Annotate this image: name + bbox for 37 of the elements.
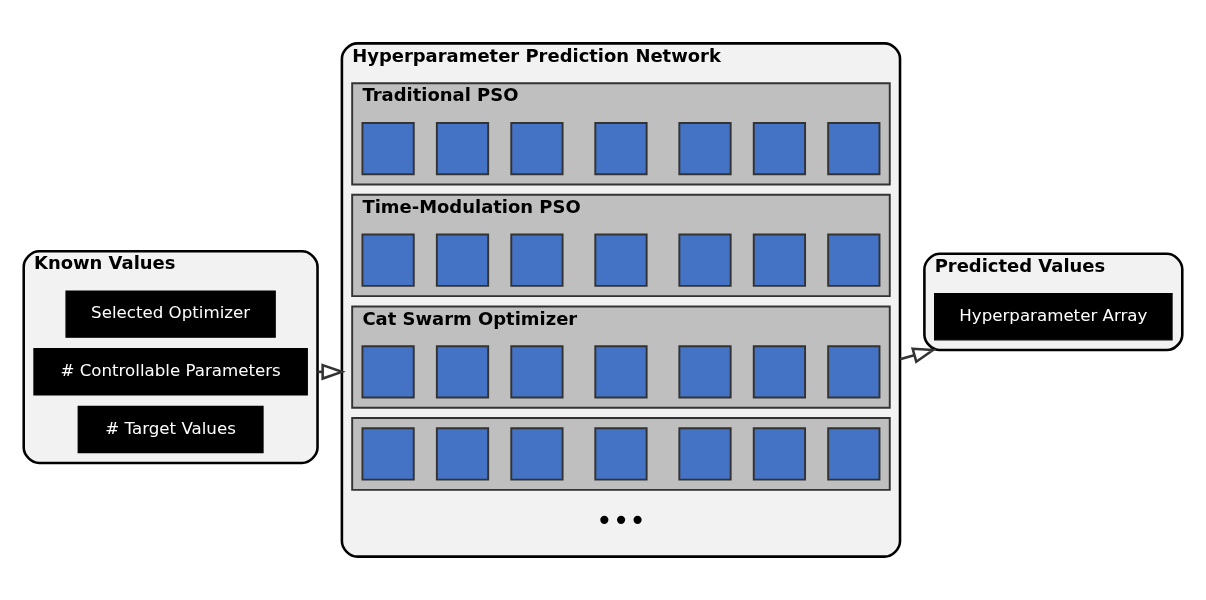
- node-box: Selected Optimizer: [65, 290, 276, 338]
- node-box: [827, 122, 881, 176]
- node-box: [594, 345, 648, 399]
- cluster: [351, 417, 891, 491]
- node-box: [510, 427, 564, 481]
- node-box: [435, 233, 490, 287]
- node-box: [752, 233, 807, 287]
- node-box: [361, 122, 415, 176]
- node-box: [510, 233, 564, 287]
- node-box: [678, 427, 732, 481]
- node-box: [827, 233, 881, 287]
- node-box: [827, 427, 881, 481]
- node-box: [678, 345, 732, 399]
- node-box: [361, 345, 415, 399]
- node-box: [594, 427, 648, 481]
- cluster: Cat Swarm Optimizer: [351, 305, 891, 409]
- node-box: [435, 345, 490, 399]
- node-box: [678, 233, 732, 287]
- node-box: [510, 122, 564, 176]
- node-box: [594, 122, 648, 176]
- cluster: Traditional PSO: [351, 82, 891, 186]
- node-box: # Controllable Parameters: [33, 348, 308, 396]
- node-box: [752, 427, 807, 481]
- node-box: [361, 427, 415, 481]
- node-box: Hyperparameter Array: [934, 292, 1173, 341]
- node-box: [827, 345, 881, 399]
- node-box: [361, 233, 415, 287]
- node-box: [510, 345, 564, 399]
- node-box: [752, 345, 807, 399]
- node-box: # Target Values: [77, 405, 264, 454]
- node-box: [594, 233, 648, 287]
- cluster: Time-Modulation PSO: [351, 193, 891, 298]
- node-box: [678, 122, 732, 176]
- label: •••: [595, 504, 646, 538]
- node-box: [435, 122, 490, 176]
- node-box: [752, 122, 807, 176]
- node-box: [435, 427, 490, 481]
